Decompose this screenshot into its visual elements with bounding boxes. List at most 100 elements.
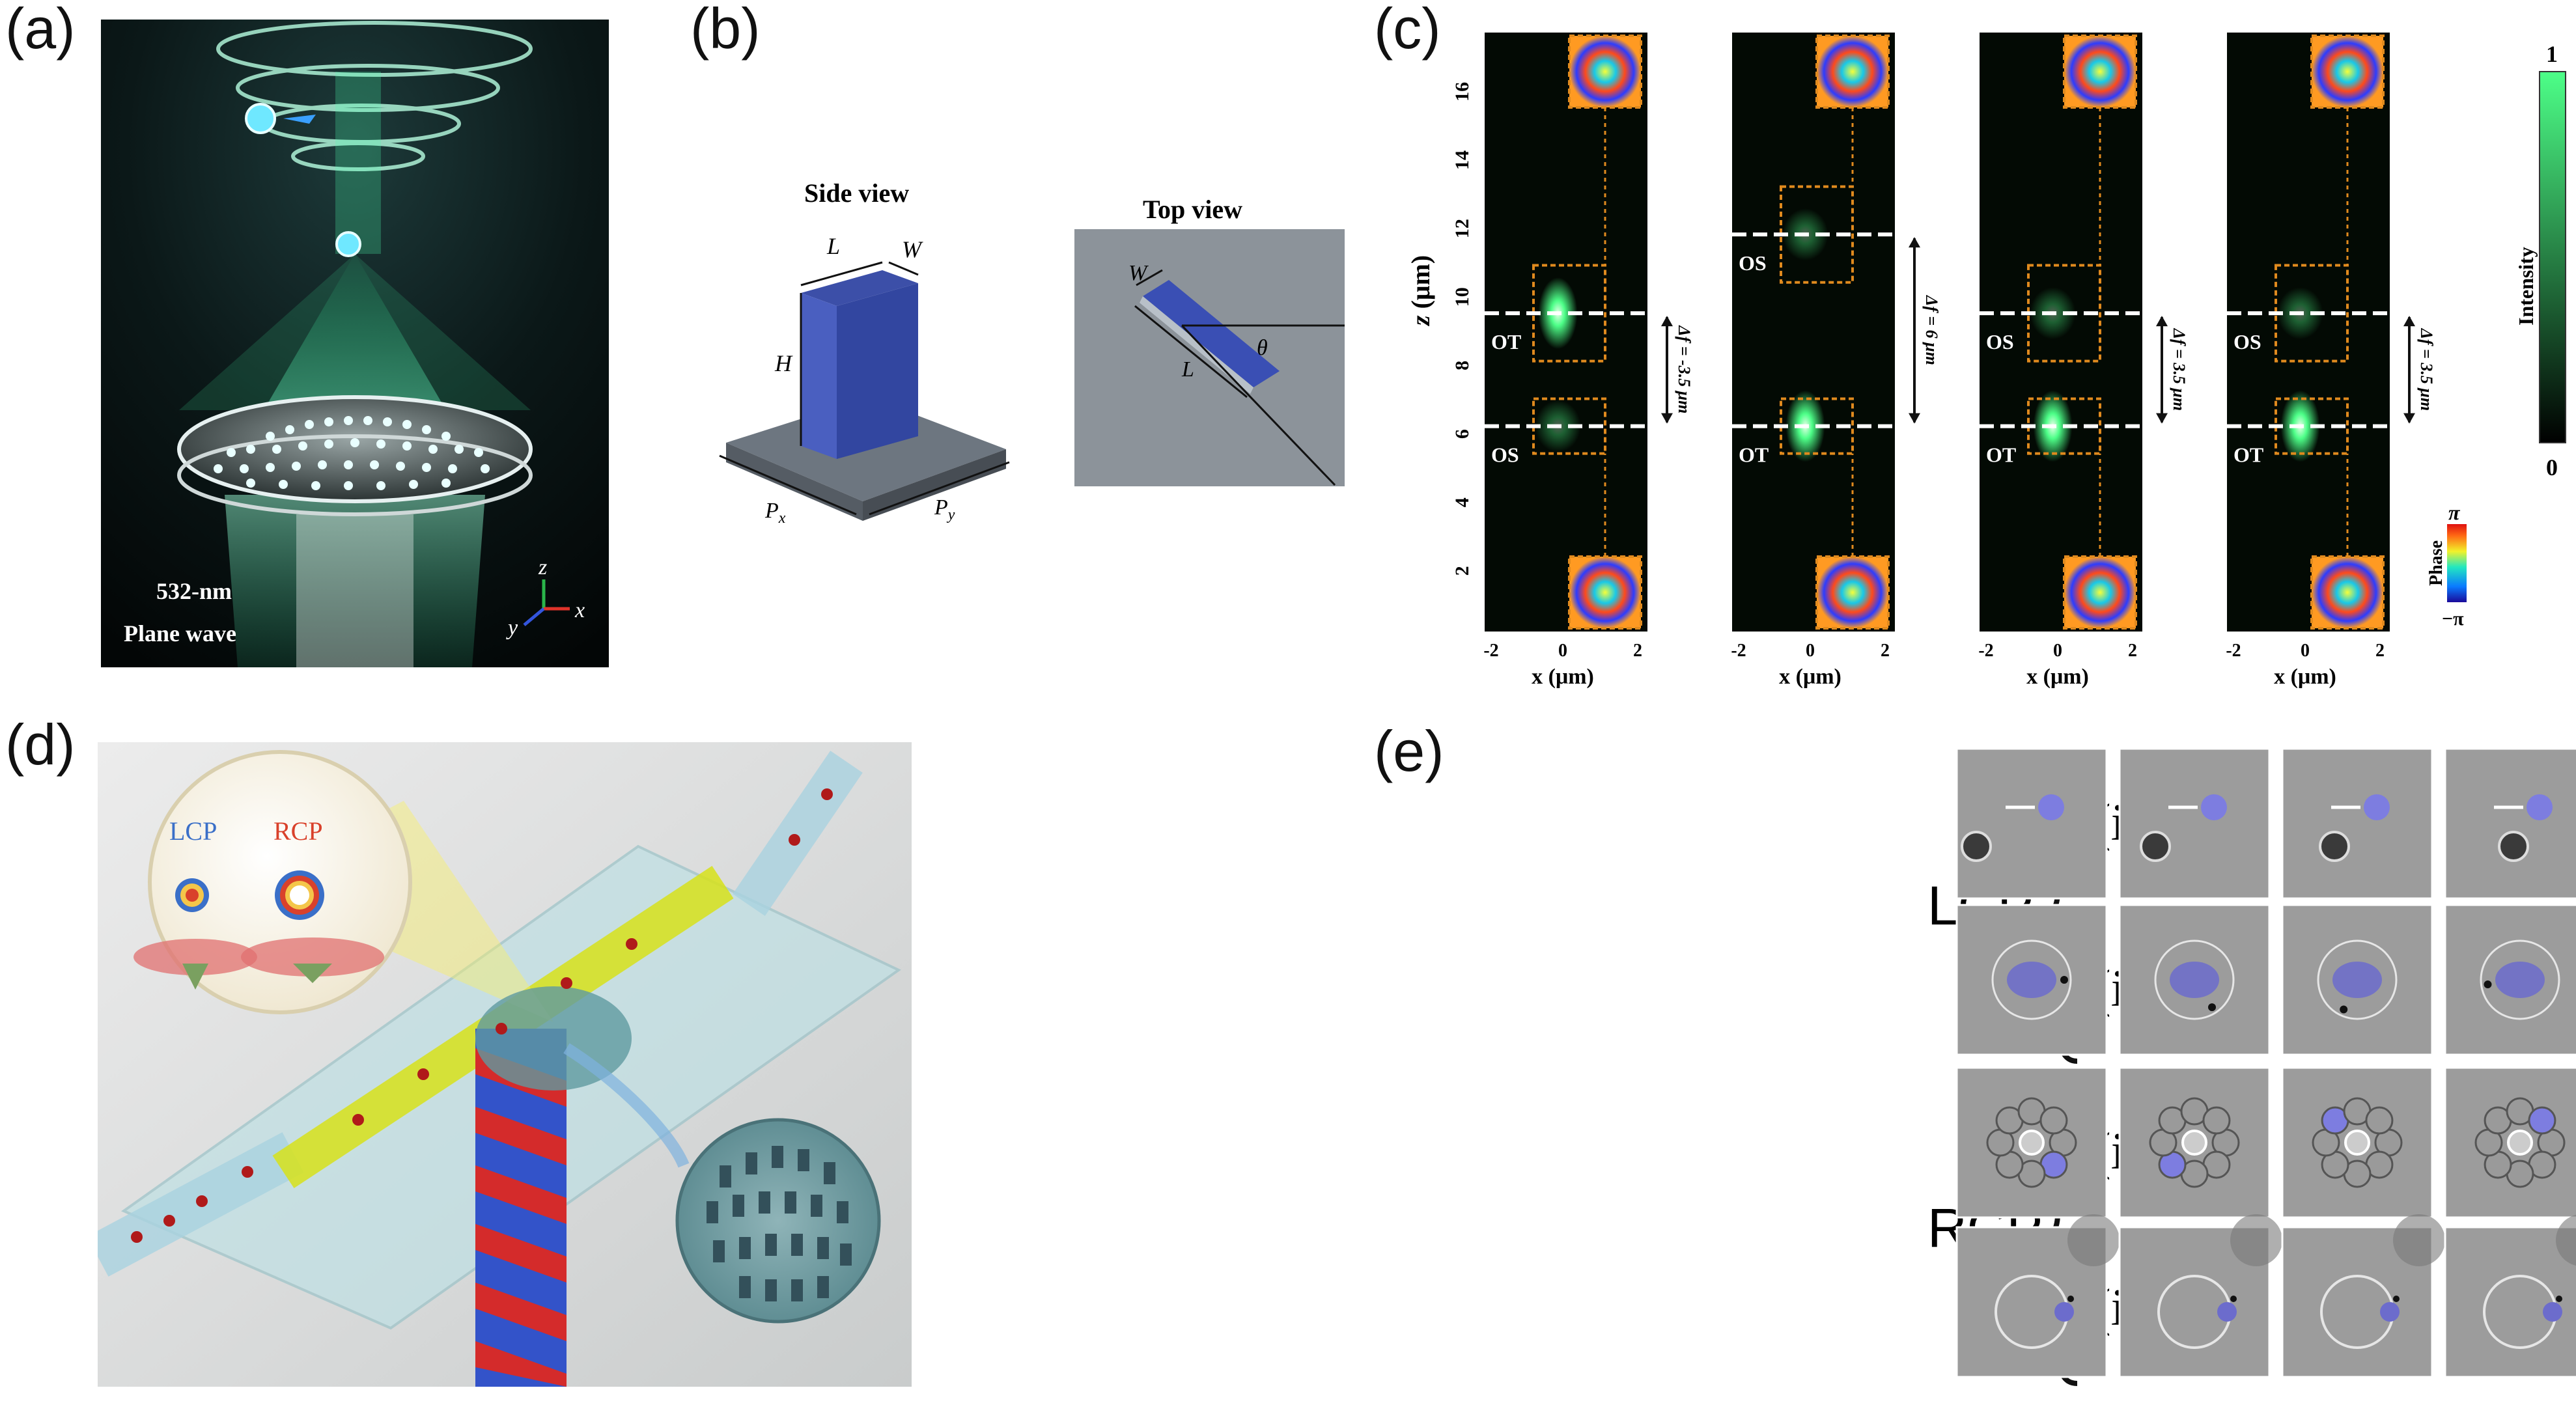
axis-y-label: y [506, 616, 518, 640]
lower-plane-label: OT [1986, 443, 2016, 467]
axis-z-label: z [538, 555, 547, 579]
trapping-image-grid: LCP RCP (i)(ii)(iii)(iv) [1927, 747, 2576, 1386]
roi-box-lower [2275, 397, 2349, 455]
microscope-frame [1955, 747, 2108, 900]
y-tick-labels: 16 14 12 10 8 6 4 2 [1451, 82, 1473, 576]
phase-inset-top [1815, 35, 1890, 109]
phase-inset-bottom [1568, 555, 1642, 630]
delta-f-label: Δf = -3.5 μm [1675, 325, 1694, 413]
upper-plane-label: OS [2233, 330, 2261, 354]
plane-wave-label: Plane wave [124, 620, 236, 646]
unit-cell-diagram: Side view L W H Px Py Top view W L θ [719, 178, 1345, 527]
x-tick-label: 2 [2375, 641, 2385, 661]
roi-box-upper [1532, 264, 1606, 363]
phase-inset-top [2310, 35, 2385, 109]
x-tick-label: 0 [2053, 641, 2062, 661]
roi-box-upper [1780, 185, 1854, 284]
x-tick-label: -2 [1731, 641, 1746, 661]
x-axis-label: x (μm) [2026, 665, 2089, 689]
intensity-min: 0 [2546, 454, 2558, 480]
y-tick-label: 8 [1451, 361, 1473, 370]
roi-box-upper [2275, 264, 2349, 363]
phase-inset-bottom [2310, 555, 2385, 630]
rcp-label: RCP [273, 816, 323, 846]
upper-plane-label: OS [1986, 330, 2014, 354]
intensity-label: Intensity [2514, 247, 2538, 326]
roi-box-lower [1532, 397, 1606, 455]
microscope-frame [2444, 1215, 2576, 1378]
x-axis-label: x (μm) [1779, 665, 1841, 689]
y-tick-label: 10 [1451, 287, 1473, 307]
delta-f-label: Δf = 3.5 μm [2417, 328, 2436, 411]
microscope-frame [2281, 904, 2433, 1056]
microscope-frame [1955, 904, 2108, 1056]
panel-label-e: (e) [1374, 719, 1444, 783]
px-label: Px [764, 499, 786, 527]
microscope-frame [2118, 1214, 2282, 1378]
wavelength-label: 532-nm [156, 578, 232, 604]
panel-d: LCP RCP [87, 742, 912, 1387]
microscope-frame [1955, 1214, 2120, 1378]
microscope-frame [2118, 904, 2271, 1056]
phase-max: π [2448, 501, 2461, 524]
metalens-illustration: z x y 532-nm Plane wave [101, 20, 609, 667]
microscope-frame [2118, 1066, 2271, 1219]
intensity-max: 1 [2546, 41, 2558, 67]
x-tick-label: -2 [1978, 641, 1993, 661]
intensity-colorbar [2539, 71, 2566, 443]
delta-f-label: Δf = 3.5 μm [2170, 328, 2189, 411]
x-tick-label: -2 [1483, 641, 1498, 661]
microscope-frame [2444, 904, 2576, 1056]
x-tick-label: 2 [1633, 641, 1642, 661]
intensity-plot-4: OS OT Δf = 3.5 μm -2 0 2 x (μm) [2226, 33, 2436, 689]
lower-plane-label: OS [1491, 443, 1519, 467]
phase-min: −π [2442, 608, 2464, 630]
x-axis-label: x (μm) [2274, 665, 2336, 689]
rcp-ring-icon [275, 870, 324, 920]
phase-colorbar [2447, 524, 2467, 602]
top-view-title: Top view [1143, 195, 1242, 224]
upper-plane-label: OT [1491, 330, 1521, 354]
y-axis-label: z (μm) [1407, 255, 1435, 327]
phase-label: Phase [2426, 540, 2446, 586]
microfluidic-illustration: LCP RCP [87, 742, 912, 1387]
y-tick-label: 16 [1451, 82, 1473, 102]
microscope-frame [1955, 1066, 2108, 1219]
l-label-side: L [826, 233, 840, 259]
lower-plane-label: OT [1739, 443, 1769, 467]
delta-f-label: Δf = 6 μm [1922, 295, 1941, 365]
phase-inset-bottom [2063, 555, 2137, 630]
panel-e: LCP RCP (i)(ii)(iii)(iv) [1400, 742, 2576, 1393]
x-tick-label: 0 [2301, 641, 2310, 661]
panel-label-d: (d) [5, 712, 76, 777]
w-label-top: W [1128, 261, 1149, 285]
x-tick-label: -2 [2226, 641, 2241, 661]
y-tick-label: 14 [1451, 150, 1473, 170]
theta-label: θ [1257, 336, 1268, 360]
y-tick-label: 4 [1451, 497, 1473, 507]
phase-inset-top [2063, 35, 2137, 109]
l-label-top: L [1181, 357, 1194, 382]
microscope-frame [2281, 1066, 2433, 1219]
microscope-frame [2444, 747, 2576, 900]
x-tick-label: 0 [1558, 641, 1567, 661]
phase-inset-bottom [1815, 555, 1890, 630]
lower-plane-label: OT [2233, 443, 2263, 467]
py-label: Py [934, 495, 955, 523]
x-tick-label: 0 [1806, 641, 1815, 661]
roi-box-lower [2027, 397, 2101, 455]
microscope-frame [2118, 747, 2271, 900]
panel-label-c: (c) [1374, 0, 1441, 61]
microscope-frame [2281, 747, 2433, 900]
panel-label-a: (a) [5, 0, 76, 61]
panel-label-b: (b) [690, 0, 761, 61]
y-tick-label: 6 [1451, 429, 1473, 439]
y-tick-label: 2 [1451, 566, 1473, 576]
y-tick-label: 12 [1451, 219, 1473, 238]
side-view-title: Side view [804, 178, 909, 208]
